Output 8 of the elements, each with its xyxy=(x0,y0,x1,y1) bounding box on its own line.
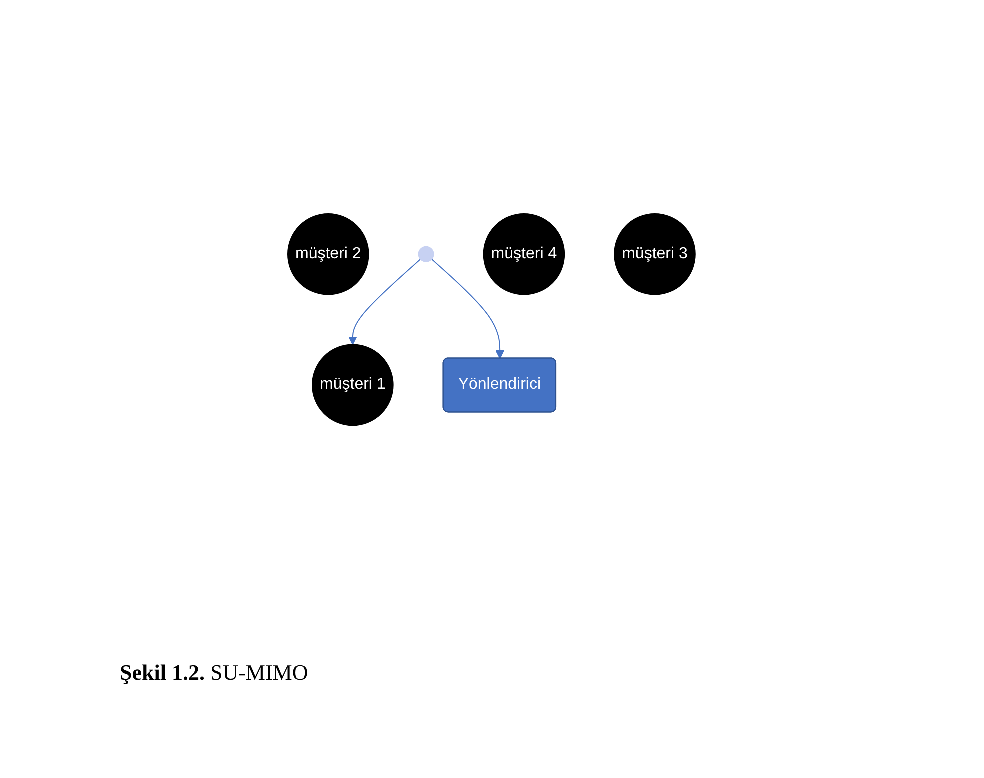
node-circle: müşteri 4 xyxy=(484,214,566,296)
figure-caption: Şekil 1.2. SU-MIMO xyxy=(120,660,308,686)
arrow xyxy=(348,259,422,346)
node-circle xyxy=(418,246,435,263)
node-circle: müşteri 2 xyxy=(288,214,370,296)
node-circle: müşteri 3 xyxy=(614,214,696,296)
node-circle: müşteri 1 xyxy=(312,344,394,426)
arrow xyxy=(432,259,505,360)
